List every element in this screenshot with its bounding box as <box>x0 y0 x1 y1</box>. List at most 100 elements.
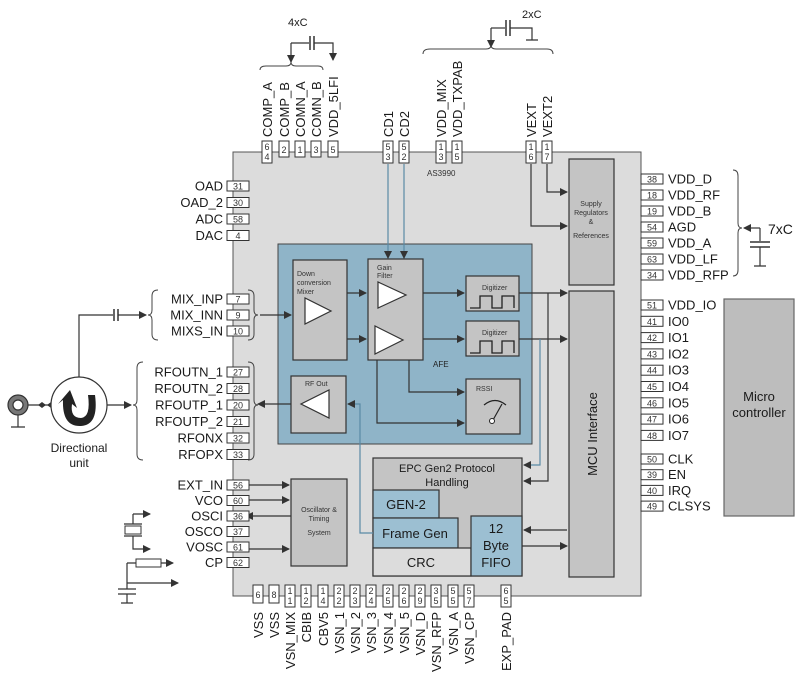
pin-number: 1 <box>287 596 292 606</box>
mixer-label-1: Down <box>297 271 315 278</box>
pin-number: 41 <box>647 317 657 327</box>
pin-number: 6 <box>528 152 533 162</box>
pin-rfoutp-1: 20 RFOUTP_1 <box>155 398 250 413</box>
pin-label: VEXT <box>524 103 539 137</box>
fifo-label-3: FIFO <box>481 555 511 570</box>
pin-number: 5 <box>433 596 438 606</box>
pin-label: RFOUTP_2 <box>155 414 223 429</box>
pin-label: OAD_2 <box>180 195 223 210</box>
gain-filter-label-1: Gain <box>377 265 392 272</box>
pin-label: VSN_RFP <box>429 612 444 672</box>
directional-unit: Directional unit <box>28 309 147 470</box>
rssi-block: RSSI <box>465 378 521 435</box>
pin-label: VDD_A <box>668 236 712 251</box>
pin-label: CP <box>205 555 223 570</box>
pin-groups: 31OAD30OAD_258ADC4DAC7MIX_INP9MIX_INN10M… <box>154 61 728 672</box>
antenna-icon <box>7 394 29 428</box>
pin-number: 2 <box>336 586 341 596</box>
pin-number: 5 <box>466 586 471 596</box>
pin-label: COMN_A <box>293 81 308 137</box>
pin-number: 58 <box>233 215 243 225</box>
mcu-interface-label: MCU Interface <box>585 392 600 476</box>
pin-number: 60 <box>233 496 243 506</box>
pin-number: 3 <box>313 145 318 155</box>
rssi-label: RSSI <box>476 386 492 393</box>
oscillator-label-3: System <box>307 530 331 537</box>
pin-label: RFOUTN_2 <box>154 381 223 396</box>
pin-label: IO4 <box>668 379 689 394</box>
pin-number: 20 <box>233 401 243 411</box>
pin-number: 4 <box>320 596 325 606</box>
pin-number: 5 <box>450 586 455 596</box>
pin-number: 6 <box>503 586 508 596</box>
pin-number: 1 <box>544 142 549 152</box>
pin-number: 4 <box>264 152 269 162</box>
pin-label: RFOUTN_1 <box>154 365 223 380</box>
pin-label: COMP_B <box>277 82 292 137</box>
pin-label: VDD_5LFI <box>326 76 341 137</box>
pin-label: CBIB <box>299 612 314 642</box>
supply-label-3: & <box>589 219 594 226</box>
pin-number: 2 <box>417 586 422 596</box>
pin-number: 38 <box>647 175 657 185</box>
pin-label: CBV5 <box>316 612 331 646</box>
microcontroller-label-1: Micro <box>743 389 775 404</box>
cap-4xc-label: 4xC <box>288 17 308 29</box>
pin-number: 3 <box>352 596 357 606</box>
pin-label: VDD_MIX <box>434 79 449 137</box>
pin-label: EXP_PAD <box>499 612 514 671</box>
pin-label: AGD <box>668 220 696 235</box>
pin-number: 36 <box>233 512 243 522</box>
pin-number: 27 <box>233 368 243 378</box>
gen2-label: GEN-2 <box>386 497 426 512</box>
pin-label: MIX_INN <box>170 308 223 323</box>
crc-block <box>372 547 472 577</box>
gen2-block <box>372 489 440 519</box>
pin-number: 3 <box>433 586 438 596</box>
pin-label: OSCO <box>185 524 223 539</box>
pin-label: RFOUTP_1 <box>155 398 223 413</box>
supply-regulators-block: Supply Regulators & References <box>568 158 615 286</box>
downconversion-mixer-block: Down conversion Mixer <box>292 259 348 361</box>
digitizer-block-1: Digitizer <box>465 275 520 312</box>
pin-number: 47 <box>647 415 657 425</box>
pin-number: 44 <box>647 366 657 376</box>
gain-amplifier-icon-1 <box>377 281 408 309</box>
pin-number: 48 <box>647 431 657 441</box>
pin-number: 9 <box>235 311 240 321</box>
pin-number: 4 <box>235 231 240 241</box>
pin-label: VSN_A <box>446 612 461 655</box>
pin-label: VSN_3 <box>364 612 379 653</box>
digitizer-block-2: Digitizer <box>465 320 520 357</box>
oscillator-label-1: Oscillator & <box>301 507 337 514</box>
pin-oad: 31 OAD <box>195 179 250 194</box>
pin-number: 1 <box>287 586 292 596</box>
rf-out-label: RF Out <box>305 381 328 388</box>
pin-label: OAD <box>195 179 223 194</box>
meter-gauge-icon <box>483 399 507 406</box>
pin-number: 31 <box>233 182 243 192</box>
